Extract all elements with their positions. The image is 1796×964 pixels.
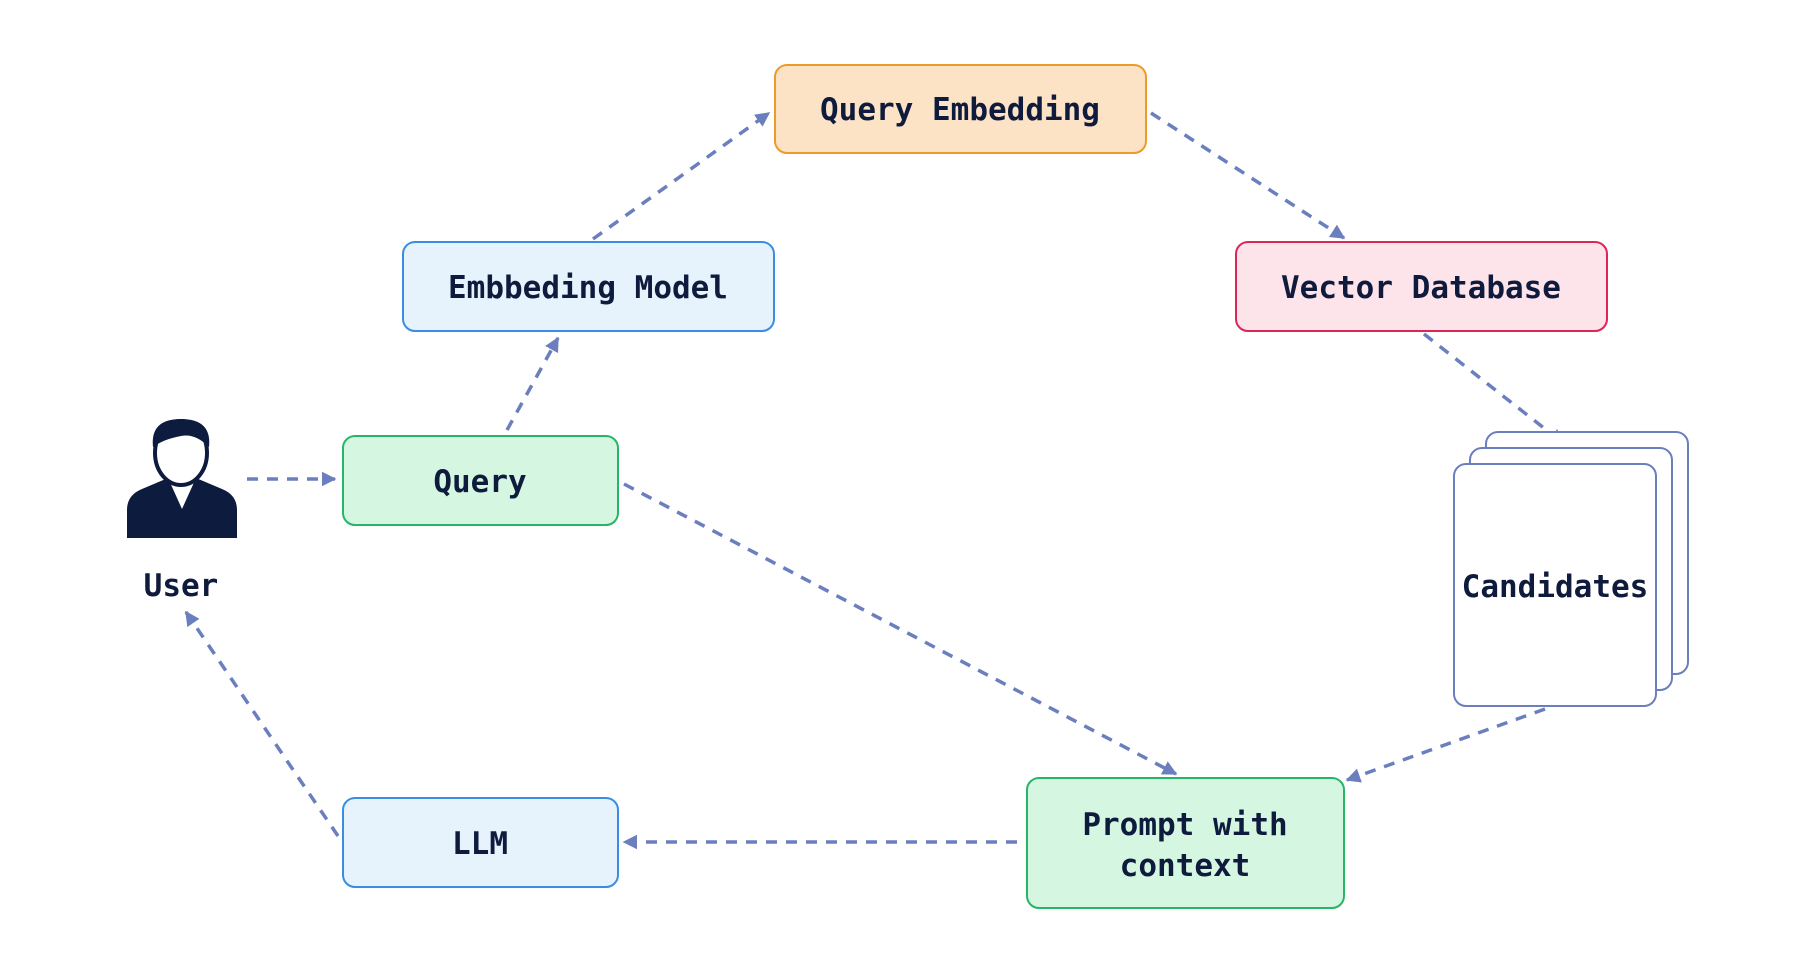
vector-database-label: Vector Database: [1281, 270, 1561, 306]
node-embedding-model[interactable]: Embbeding Model: [402, 241, 775, 332]
edge-candidates-to-prompt: [1345, 707, 1546, 783]
edge-vector-database-to-candidates: [1422, 332, 1565, 445]
query-box: [342, 435, 619, 526]
llm-box: [342, 797, 619, 888]
node-query-embedding[interactable]: Query Embedding: [774, 64, 1147, 154]
person-icon: [127, 419, 237, 538]
candidate-doc-front: [1453, 463, 1657, 707]
node-user: User: [127, 419, 237, 604]
edges: [184, 111, 1565, 850]
edge-query-embedding-to-vector-database: [1150, 111, 1346, 240]
edge-embedding-model-to-query-embedding: [591, 111, 771, 241]
node-candidates[interactable]: Candidates: [1453, 431, 1689, 707]
person-icon-body: [127, 478, 237, 538]
user-label: User: [144, 568, 219, 604]
query-embedding-box: [774, 64, 1147, 154]
edge-llm-to-user: [184, 610, 340, 837]
stacked-documents-icon: [1453, 431, 1689, 707]
prompt-with-context-label-line2: context: [1120, 848, 1251, 884]
prompt-with-context-label-line1: Prompt with: [1082, 807, 1287, 843]
vector-database-box: [1235, 241, 1608, 332]
node-llm[interactable]: LLM: [342, 797, 619, 888]
edge-query-to-prompt: [623, 482, 1178, 776]
prompt-with-context-box: [1026, 777, 1345, 909]
llm-label: LLM: [452, 826, 508, 862]
node-query[interactable]: Query: [342, 435, 619, 526]
embedding-model-label: Embbeding Model: [448, 270, 728, 306]
node-vector-database[interactable]: Vector Database: [1235, 241, 1608, 332]
person-icon-hair: [152, 419, 210, 447]
node-prompt-with-context[interactable]: Prompt with context: [1026, 777, 1345, 909]
edge-query-to-embedding-model: [505, 336, 560, 431]
query-embedding-label: Query Embedding: [820, 92, 1100, 128]
query-label: Query: [433, 464, 526, 500]
embedding-model-box: [402, 241, 775, 332]
candidates-label: Candidates: [1462, 569, 1649, 605]
